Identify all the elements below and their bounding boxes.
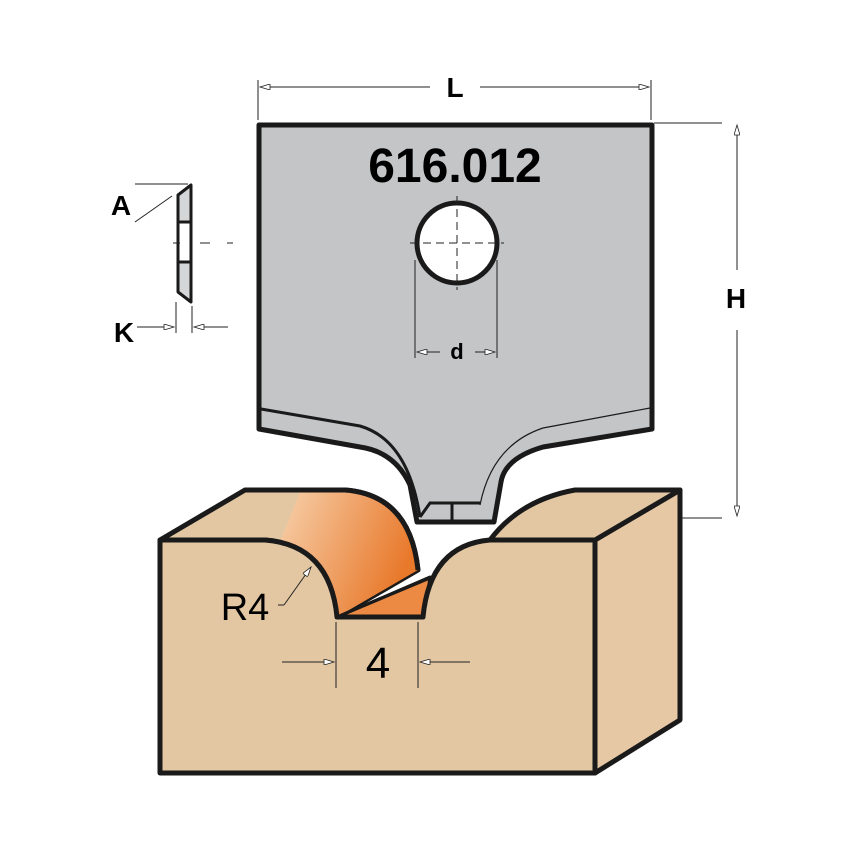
length-label: L (446, 72, 463, 103)
knife-plate: d 616.012 (256, 122, 655, 525)
wood-workpiece (157, 487, 683, 776)
height-dimension (654, 122, 737, 519)
radius-label: R4 (221, 587, 270, 629)
knife-side-view: A K (111, 183, 233, 348)
radius-annotation (278, 567, 311, 606)
thickness-label: K (114, 317, 134, 348)
height-label: H (726, 283, 746, 314)
width-dimension (282, 622, 470, 688)
width-label: 4 (366, 639, 390, 688)
length-dimension (257, 80, 652, 120)
knife-code: 616.012 (368, 140, 542, 193)
cut-surface (280, 490, 418, 617)
bore-dimension (414, 260, 498, 358)
bore-label: d (450, 339, 463, 364)
angle-label: A (111, 190, 131, 221)
